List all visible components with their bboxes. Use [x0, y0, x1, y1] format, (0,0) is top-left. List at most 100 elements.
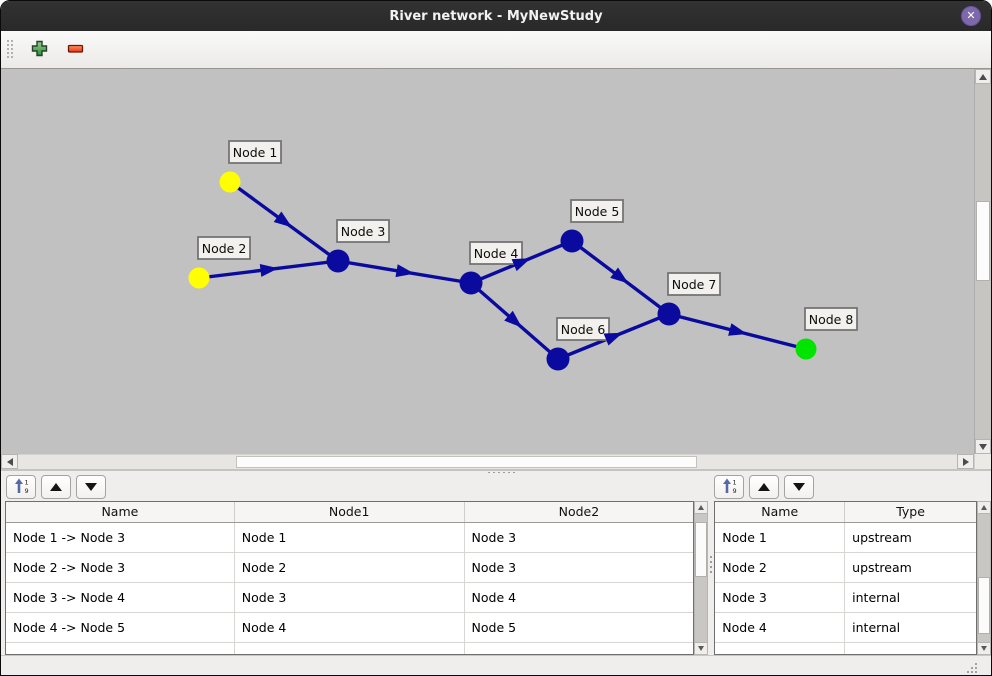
column-header-type[interactable]: Type	[896, 504, 925, 519]
table-cell[interactable]: upstream	[852, 560, 912, 575]
scroll-down-button[interactable]	[975, 439, 991, 454]
scroll-left-button[interactable]	[1, 454, 18, 469]
scrollbar-thumb[interactable]	[976, 201, 990, 281]
triangle-down-icon	[979, 443, 987, 450]
table-cell[interactable]: internal	[852, 590, 901, 605]
scroll-down-button[interactable]	[977, 642, 991, 655]
node-node-7[interactable]	[657, 302, 681, 326]
svg-text:9: 9	[24, 487, 28, 494]
nodes-move-up-button[interactable]	[749, 475, 779, 499]
table-cell[interactable]: Node 1 -> Node 3	[6, 523, 235, 552]
svg-text:1: 1	[732, 478, 736, 486]
branches-table-scrollbar[interactable]	[694, 501, 709, 655]
scroll-up-button[interactable]	[975, 69, 991, 84]
table-cell[interactable]: Node 2 -> Node 3	[6, 553, 235, 582]
node-node-4[interactable]	[459, 271, 483, 295]
toolbar-drag-handle-icon[interactable]	[7, 39, 17, 60]
column-header-name[interactable]: Name	[6, 502, 235, 522]
node-node-6[interactable]	[546, 347, 570, 371]
node-node-2[interactable]	[188, 267, 210, 289]
table-cell[interactable]: Node 2	[715, 553, 846, 582]
nodes-move-down-button[interactable]	[784, 475, 814, 499]
node-node-8[interactable]	[795, 338, 817, 360]
scrollbar-thumb[interactable]	[236, 456, 697, 468]
table-row: Node 3 internal	[715, 583, 977, 613]
canvas-vertical-scrollbar[interactable]	[974, 69, 991, 454]
table-header: Name Type	[715, 502, 977, 523]
scrollbar-thumb[interactable]	[695, 522, 708, 577]
table-cell[interactable]: Node 4	[471, 590, 517, 605]
node-node-1[interactable]	[219, 171, 241, 193]
node-node-5[interactable]	[560, 229, 584, 253]
nodes-sort-button[interactable]: 1 9	[714, 475, 744, 499]
table-cell[interactable]: Node 3	[715, 583, 846, 612]
table-cell[interactable]	[845, 643, 976, 654]
table-cell[interactable]	[6, 643, 235, 654]
table-cell[interactable]: Node 3	[471, 560, 517, 575]
triangle-down-icon	[698, 646, 705, 651]
scroll-up-button[interactable]	[694, 501, 709, 514]
triangle-down-icon	[981, 646, 988, 651]
table-cell[interactable]: Node 4	[715, 613, 846, 642]
node-label-node-2: Node 2	[197, 236, 251, 260]
table-cell[interactable]: Node 5	[471, 620, 517, 635]
scrollbar-track[interactable]	[694, 514, 709, 642]
close-icon: ✕	[966, 9, 976, 22]
svg-text:1: 1	[24, 478, 28, 486]
nodes-table-scrollbar[interactable]	[977, 501, 991, 655]
table-cell[interactable]: upstream	[852, 530, 912, 545]
column-header-name[interactable]: Name	[715, 502, 846, 522]
svg-text:Node 3: Node 3	[341, 224, 386, 239]
column-header-node1[interactable]: Node1	[235, 502, 465, 522]
resize-grip-icon[interactable]	[975, 663, 977, 665]
table-cell[interactable]: Node 2	[235, 553, 465, 582]
table-cell[interactable]: Node 1	[715, 523, 846, 552]
table-row: Node 2 upstream	[715, 553, 977, 583]
add-button[interactable]	[25, 36, 53, 64]
edge-arrow-icon	[603, 332, 623, 346]
table-cell[interactable]: Node 3	[235, 583, 465, 612]
table-cell[interactable]: Node 1	[235, 523, 465, 552]
table-cell[interactable]: internal	[852, 620, 901, 635]
window-title: River network - MyNewStudy	[389, 8, 603, 24]
table-cell[interactable]: Node 3	[471, 530, 517, 545]
node-node-3[interactable]	[326, 249, 350, 273]
branches-move-up-button[interactable]	[41, 475, 71, 499]
edge-arrow-icon	[610, 267, 629, 284]
toolbar	[1, 31, 991, 69]
svg-text:Node 8: Node 8	[809, 312, 854, 327]
svg-text:Node 6: Node 6	[561, 322, 606, 337]
table-cell[interactable]	[715, 643, 846, 654]
scroll-down-button[interactable]	[694, 642, 709, 655]
branches-sort-button[interactable]: 1 9	[6, 475, 36, 499]
scrollbar-thumb[interactable]	[978, 577, 991, 634]
scrollbar-track[interactable]	[975, 84, 991, 439]
scroll-right-button[interactable]	[957, 454, 974, 469]
vertical-splitter[interactable]	[708, 501, 714, 655]
scrollbar-track[interactable]	[18, 454, 957, 469]
remove-button[interactable]	[61, 36, 89, 64]
scroll-up-button[interactable]	[977, 501, 991, 514]
scrollbar-track[interactable]	[977, 514, 991, 642]
table-cell[interactable]: Node 3 -> Node 4	[6, 583, 235, 612]
table-cell[interactable]: Node 4 -> Node 5	[6, 613, 235, 642]
node-label-node-3: Node 3	[336, 219, 390, 243]
canvas-horizontal-scrollbar[interactable]	[1, 454, 991, 469]
table-cell[interactable]	[235, 643, 465, 654]
column-header-node2[interactable]: Node2	[558, 504, 600, 519]
table-row: Node 4 internal	[715, 613, 977, 643]
close-button[interactable]: ✕	[961, 6, 981, 26]
minus-icon	[67, 40, 84, 60]
table-cell[interactable]	[465, 643, 694, 654]
table-cell[interactable]: Node 4	[235, 613, 465, 642]
node-label-node-1: Node 1	[228, 140, 282, 164]
edge-arrow-icon	[511, 258, 531, 272]
branches-controls: 1 9	[6, 475, 111, 499]
branches-move-down-button[interactable]	[76, 475, 106, 499]
titlebar[interactable]: River network - MyNewStudy ✕	[1, 1, 991, 31]
